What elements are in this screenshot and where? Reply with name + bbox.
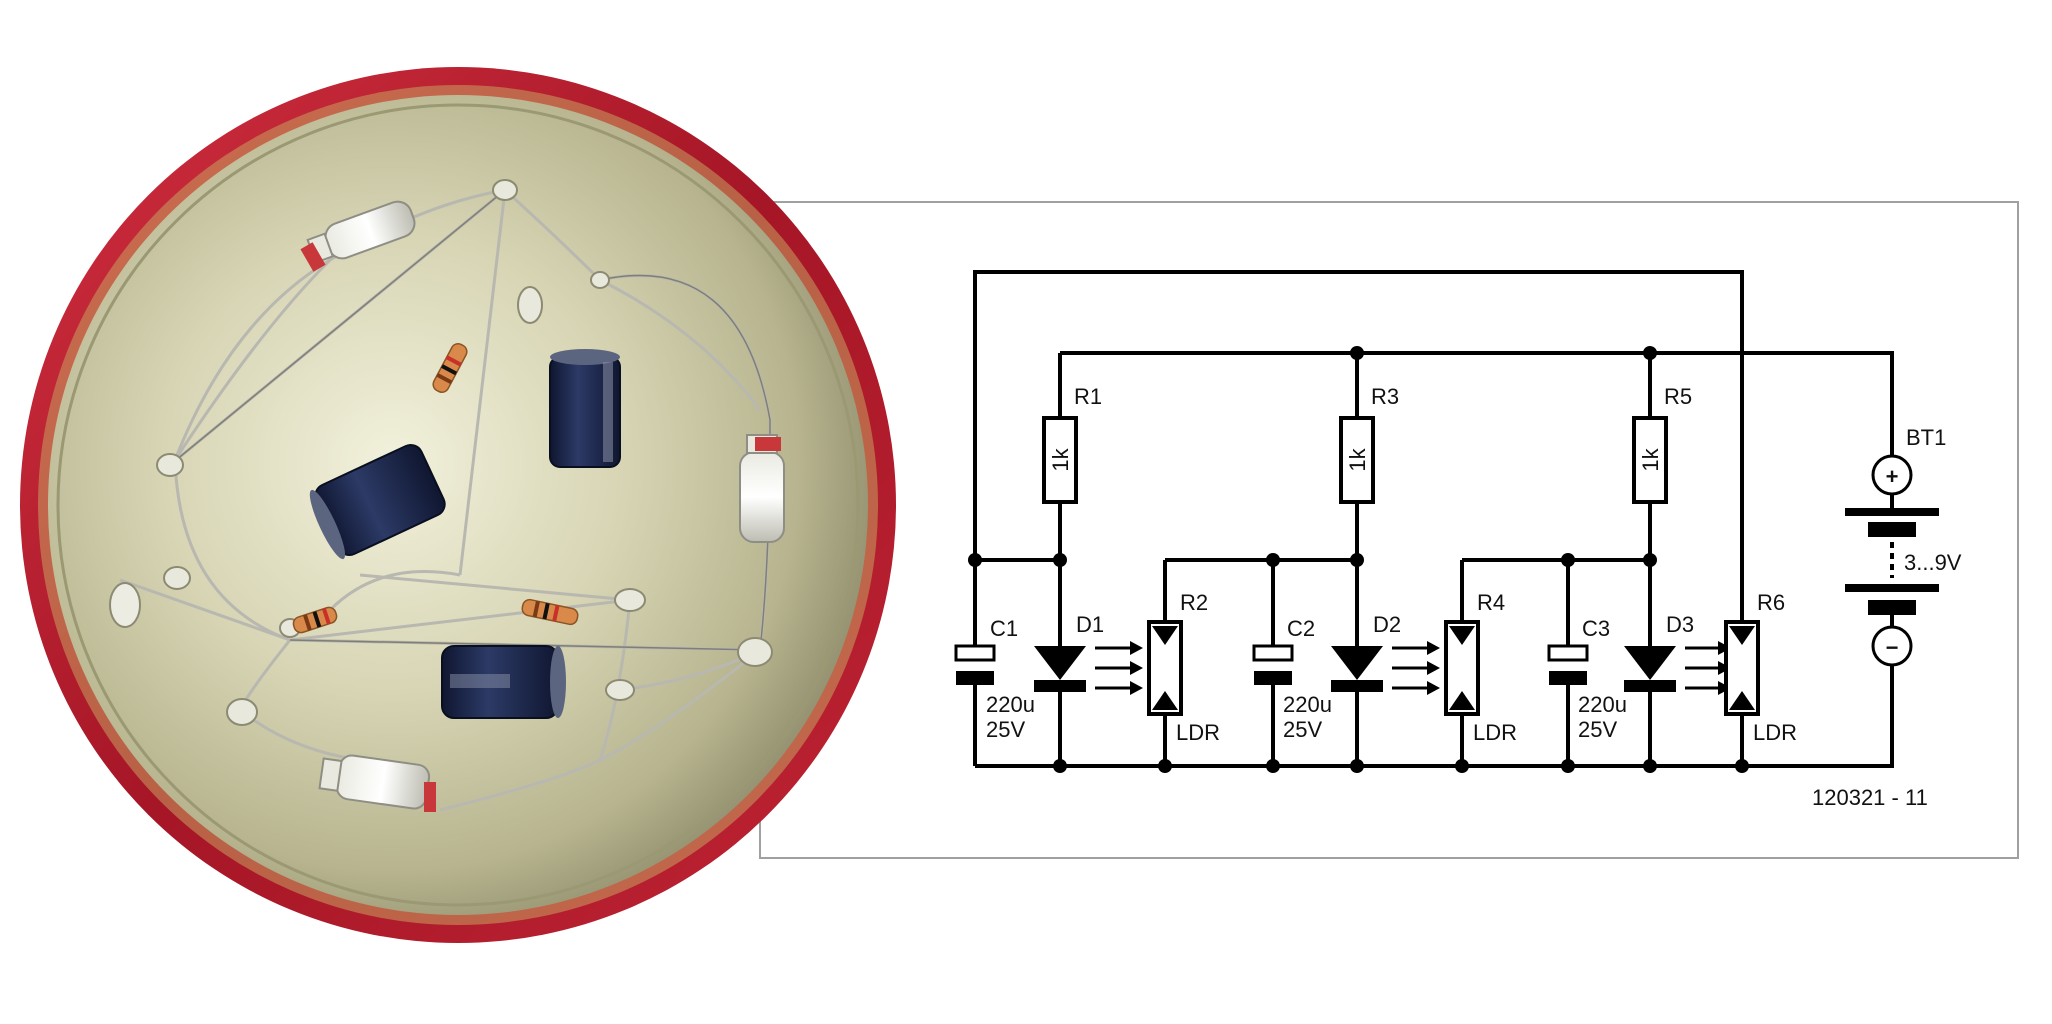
solder-joint: [605, 679, 635, 701]
solder-joint: [517, 286, 543, 324]
ldr-ref-label: R6: [1757, 590, 1785, 615]
resistor-ref-label: R1: [1074, 384, 1102, 409]
solder-joint: [226, 698, 258, 726]
resistor-value-label: 1k: [1345, 447, 1370, 471]
solder-joint: [737, 637, 773, 667]
ground-rail: [975, 682, 1894, 768]
positive-rail: [1060, 351, 1894, 455]
resistor-value-label: 1k: [1048, 447, 1073, 471]
resistor-photo: [292, 606, 338, 634]
resistor-ref-label: R5: [1664, 384, 1692, 409]
solder-joint: [614, 588, 646, 612]
battery-bt1: + − BT1 3...9V: [1845, 425, 1962, 682]
stage-2: 1k R3 C2 220u 25V D2: [1252, 346, 1568, 773]
solder-joint: [590, 271, 610, 289]
capacitor-ref-label: C1: [990, 616, 1018, 641]
stage-3: 1k R5 C3 220u 25V D3 R6: [1547, 346, 1797, 773]
led-ref-label: D1: [1076, 612, 1104, 637]
light-arrows: [1095, 641, 1143, 695]
battery-ref-label: BT1: [1906, 425, 1946, 450]
resistor-photo: [432, 343, 468, 393]
capacitor-c1: [954, 644, 996, 662]
capacitor-ref-label: C2: [1287, 616, 1315, 641]
battery-voltage-label: 3...9V: [1904, 550, 1962, 575]
capacitor-value-label: 220u: [986, 692, 1035, 717]
capacitor-ref-label: C3: [1582, 616, 1610, 641]
schematic: + − BT1 3...9V 1k R1: [954, 270, 1962, 810]
led-d3: [1624, 646, 1676, 680]
capacitor-c2: [1252, 644, 1294, 662]
led-ref-label: D2: [1373, 612, 1401, 637]
plus-sign: +: [1886, 464, 1899, 489]
capacitor-photo: [441, 645, 566, 719]
solder-joint: [492, 179, 518, 201]
solder-joint: [156, 453, 184, 477]
stage-1: 1k R1 C1 220u 25V D1: [954, 353, 1273, 773]
resistor-ref-label: R3: [1371, 384, 1399, 409]
led-photo: [739, 434, 785, 543]
ldr-ref-label: R2: [1180, 590, 1208, 615]
resistor-value-label: 1k: [1638, 447, 1663, 471]
led-photo: [318, 754, 431, 810]
capacitor-value-label: 220u: [1578, 692, 1627, 717]
resistor-r1: [1042, 416, 1078, 504]
solder-joint: [163, 566, 191, 590]
capacitor-c3: [1547, 644, 1589, 662]
capacitor-voltage-label: 25V: [1578, 717, 1617, 742]
ldr-type-label: LDR: [1753, 720, 1797, 745]
capacitor-photo: [549, 349, 621, 468]
ldr-ref-label: R4: [1477, 590, 1505, 615]
led-d2: [1331, 646, 1383, 680]
ldr-type-label: LDR: [1176, 720, 1220, 745]
minus-sign: −: [1886, 635, 1899, 660]
circuit-photo: [20, 67, 896, 943]
figure-id-label: 120321 - 11: [1812, 785, 1928, 810]
capacitor-voltage-label: 25V: [1283, 717, 1322, 742]
feedback-wire: [973, 270, 1744, 766]
capacitor-voltage-label: 25V: [986, 717, 1025, 742]
light-arrows: [1392, 641, 1440, 695]
schematic-frame: [759, 201, 2019, 859]
solder-joint: [109, 582, 141, 628]
led-d1: [1034, 646, 1086, 680]
resistor-photo: [521, 598, 579, 626]
ldr-type-label: LDR: [1473, 720, 1517, 745]
capacitor-value-label: 220u: [1283, 692, 1332, 717]
capacitor-photo: [309, 443, 446, 560]
led-ref-label: D3: [1666, 612, 1694, 637]
